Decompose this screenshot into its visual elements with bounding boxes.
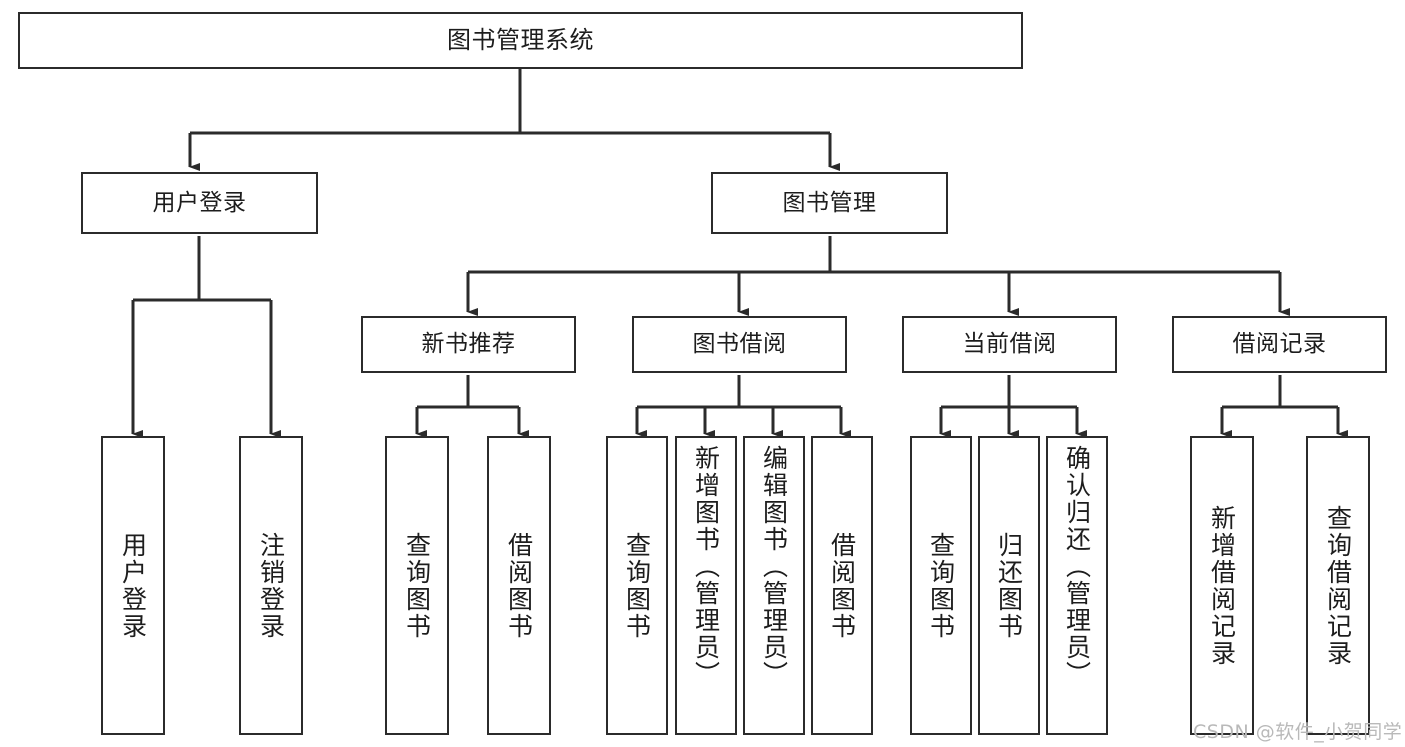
leaf-return-book[interactable]: 归还图书 xyxy=(978,436,1040,735)
leaf-edit-book-admin[interactable]: 编辑图书（管理员） xyxy=(743,436,805,735)
leaf-user-login[interactable]: 用户登录 xyxy=(101,436,165,735)
node-label: 归还图书 xyxy=(994,531,1024,640)
node-label: 用户登录 xyxy=(118,531,148,640)
node-label: 图书管理系统 xyxy=(447,25,594,54)
node-user-login[interactable]: 用户登录 xyxy=(81,172,318,234)
leaf-borrow-book[interactable]: 借阅图书 xyxy=(811,436,873,735)
node-label: 新增借阅记录 xyxy=(1207,504,1237,667)
node-label: 当前借阅 xyxy=(962,331,1057,358)
leaf-query-borrow-record[interactable]: 查询借阅记录 xyxy=(1306,436,1370,735)
node-label: 注销登录 xyxy=(256,531,286,640)
node-label: 查询图书 xyxy=(926,531,956,640)
leaf-add-book-admin[interactable]: 新增图书（管理员） xyxy=(675,436,737,735)
node-label: 查询图书 xyxy=(622,531,652,640)
node-borrow-record[interactable]: 借阅记录 xyxy=(1172,316,1387,373)
node-label: 借阅记录 xyxy=(1232,331,1327,358)
node-root-book-management-system[interactable]: 图书管理系统 xyxy=(18,12,1023,69)
node-label: 图书借阅 xyxy=(692,331,787,358)
leaf-confirm-return-admin[interactable]: 确认归还（管理员） xyxy=(1046,436,1108,735)
node-label: 查询图书 xyxy=(402,531,432,640)
node-label: 用户登录 xyxy=(152,189,247,216)
leaf-query-book-new[interactable]: 查询图书 xyxy=(385,436,449,735)
node-current-borrow[interactable]: 当前借阅 xyxy=(902,316,1117,373)
watermark-csdn: CSDN @软件_小贺同学 xyxy=(1193,721,1403,743)
node-label: 借阅图书 xyxy=(504,531,534,640)
node-book-borrow[interactable]: 图书借阅 xyxy=(632,316,847,373)
node-label: 图书管理 xyxy=(782,189,877,216)
leaf-query-book-current[interactable]: 查询图书 xyxy=(910,436,972,735)
node-new-book-recommend[interactable]: 新书推荐 xyxy=(361,316,576,373)
leaf-logout[interactable]: 注销登录 xyxy=(239,436,303,735)
leaf-borrow-book-new[interactable]: 借阅图书 xyxy=(487,436,551,735)
node-label: 借阅图书 xyxy=(827,531,857,640)
node-label: 新书推荐 xyxy=(421,331,516,358)
node-label: 新增图书（管理员） xyxy=(691,445,721,688)
node-label: 查询借阅记录 xyxy=(1323,504,1353,667)
node-label: 确认归还（管理员） xyxy=(1062,445,1092,688)
node-label: 编辑图书（管理员） xyxy=(759,445,789,688)
leaf-add-borrow-record[interactable]: 新增借阅记录 xyxy=(1190,436,1254,735)
node-book-management[interactable]: 图书管理 xyxy=(711,172,948,234)
leaf-query-book-borrow[interactable]: 查询图书 xyxy=(606,436,668,735)
